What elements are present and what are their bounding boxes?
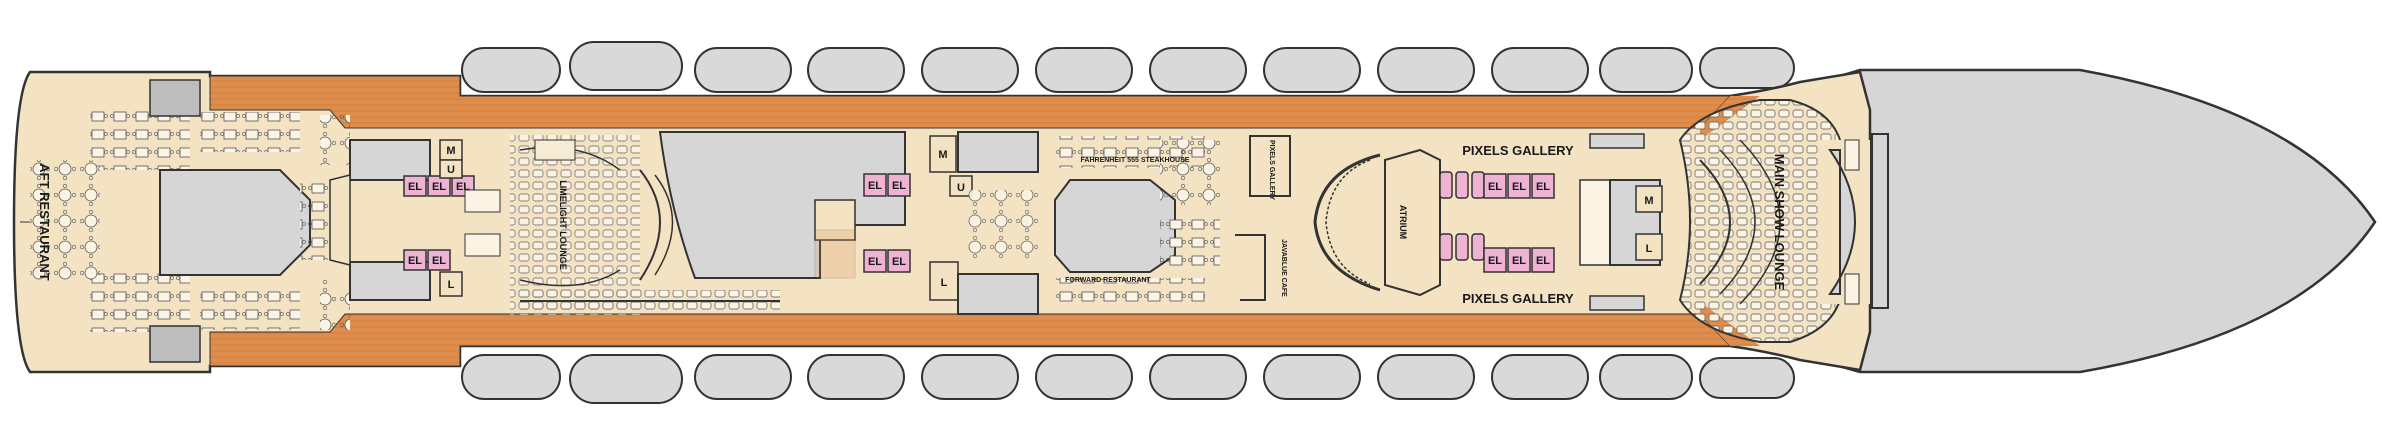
- lifeboat: [569, 354, 683, 404]
- forward-restaurant-area: [1054, 136, 1220, 308]
- lifeboat: [1035, 47, 1133, 93]
- svg-text:EL: EL: [1536, 181, 1550, 193]
- atrium: [1313, 148, 1441, 297]
- elevator: [1531, 173, 1555, 199]
- lifeboat: [1699, 47, 1795, 89]
- elevator: [863, 249, 887, 273]
- lifeboat: [1377, 354, 1475, 400]
- pixels-gallery-bottom-label: PIXELS GALLERY: [1462, 291, 1574, 306]
- forward-restaurant-label: FORWARD RESTAURANT: [1065, 277, 1151, 284]
- forward-elevators-bottom: EL EL EL: [1483, 247, 1555, 273]
- lifeboat: [1035, 354, 1133, 400]
- svg-text:EL: EL: [1536, 255, 1550, 267]
- lifeboat: [1599, 47, 1693, 93]
- svg-text:EL: EL: [408, 181, 422, 193]
- aft-restaurant: [30, 79, 350, 363]
- svg-text:EL: EL: [1488, 181, 1502, 193]
- lifeboat: [807, 47, 905, 93]
- aft-core: [329, 139, 431, 301]
- elevator: [1483, 247, 1507, 273]
- unisex-restroom-marker-fwd: U: [957, 182, 965, 194]
- mens-restroom-marker-fwd: M: [938, 149, 947, 161]
- main-show-lounge-label: MAIN SHOW LOUNGE: [1772, 154, 1787, 291]
- ladies-restroom-marker-front: L: [1646, 243, 1653, 255]
- lifeboat: [461, 354, 561, 400]
- svg-text:EL: EL: [1488, 255, 1502, 267]
- elevator: [427, 175, 451, 197]
- lifeboat: [921, 47, 1019, 93]
- mid-elevators-bottom: EL EL: [863, 249, 911, 273]
- lifeboat: [694, 354, 792, 400]
- elevator: [403, 249, 427, 271]
- elevator: [1507, 173, 1531, 199]
- pixels-gallery-small: [1249, 135, 1291, 197]
- javablue-cafe-label: JAVABLUE CAFE: [1280, 239, 1287, 297]
- mid-elevators-top: EL EL: [863, 173, 911, 197]
- lifeboat: [1263, 47, 1361, 93]
- svg-text:EL: EL: [868, 180, 882, 192]
- aft-elevators-bottom: EL EL: [403, 249, 451, 271]
- lifeboats-top: [461, 41, 1795, 93]
- main-show-lounge: [1678, 99, 1889, 343]
- lifeboat: [1377, 47, 1475, 93]
- svg-text:EL: EL: [892, 256, 906, 268]
- atrium-label: ATRIUM: [1398, 205, 1408, 239]
- lifeboat: [1263, 354, 1361, 400]
- lifeboat: [1149, 47, 1247, 93]
- unisex-restroom-marker: U: [447, 164, 455, 176]
- lifeboat: [1149, 354, 1247, 400]
- aft-elevators-top: EL EL EL: [403, 175, 475, 197]
- svg-text:EL: EL: [408, 255, 422, 267]
- svg-text:EL: EL: [432, 181, 446, 193]
- pixels-gallery-small-label: PIXELS GALLERY: [1268, 140, 1275, 200]
- mens-restroom-marker-front: M: [1644, 195, 1653, 207]
- fahrenheit-label: FAHRENHEIT 555 STEAKHOUSE: [1081, 157, 1190, 164]
- pixels-gallery-top-label: PIXELS GALLERY: [1462, 143, 1574, 158]
- svg-text:EL: EL: [432, 255, 446, 267]
- lifeboat: [569, 41, 683, 91]
- atrium-glass-elevators: [1439, 171, 1485, 261]
- elevator: [1531, 247, 1555, 273]
- lifeboat: [1699, 357, 1795, 399]
- ladies-restroom-marker-fwd: L: [941, 277, 948, 289]
- svg-text:EL: EL: [868, 256, 882, 268]
- lifeboat: [1491, 354, 1589, 400]
- limelight-lounge: [510, 135, 674, 315]
- javablue-cafe: [1235, 234, 1266, 301]
- elevator: [887, 249, 911, 273]
- forward-elevators-top: EL EL EL: [1483, 173, 1555, 199]
- elevator: [887, 173, 911, 197]
- svg-text:EL: EL: [892, 180, 906, 192]
- elevator: [427, 249, 451, 271]
- aft-restaurant-label: AFT RESTAURANT: [37, 163, 52, 281]
- lifeboat: [807, 354, 905, 400]
- bow: [1798, 68, 2377, 374]
- lifeboat: [461, 47, 561, 93]
- elevator: [403, 175, 427, 197]
- elevator: [1507, 247, 1531, 273]
- svg-text:EL: EL: [1512, 255, 1526, 267]
- ladies-restroom-marker: L: [448, 279, 455, 291]
- lifeboat: [1599, 354, 1693, 400]
- lifeboat: [921, 354, 1019, 400]
- svg-text:EL: EL: [1512, 181, 1526, 193]
- lifeboat: [694, 47, 792, 93]
- lifeboat: [1491, 47, 1589, 93]
- limelight-lounge-label: LIMELIGHT LOUNGE: [558, 180, 568, 270]
- lifeboats-bottom: [461, 354, 1795, 404]
- elevator: [1483, 173, 1507, 199]
- mens-restroom-marker: M: [446, 145, 455, 157]
- elevator: [863, 173, 887, 197]
